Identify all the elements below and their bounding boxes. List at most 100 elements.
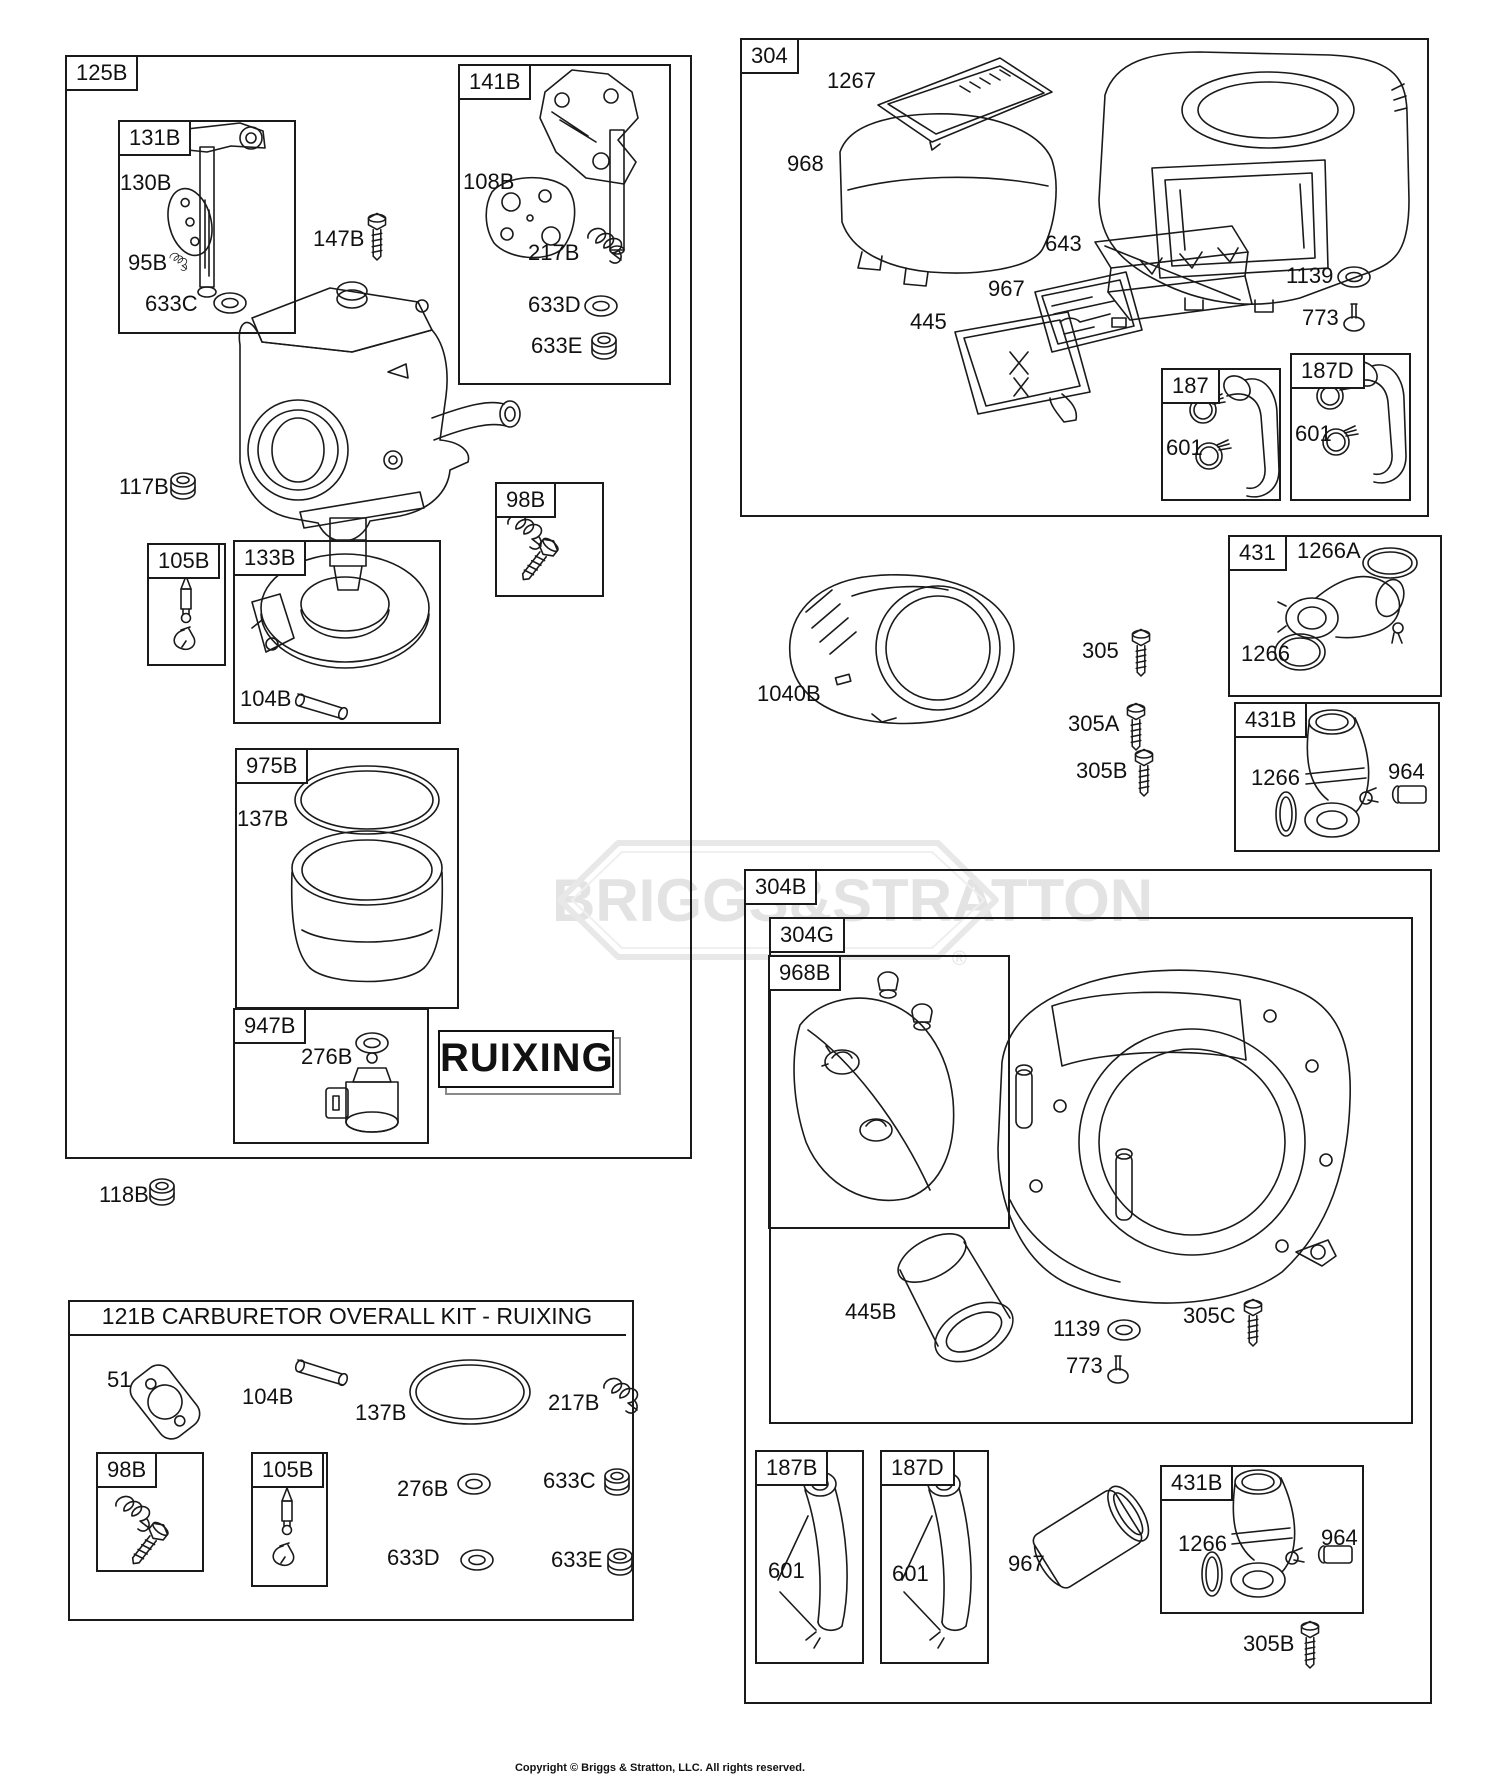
callout-773-bottom: 773	[1066, 1353, 1103, 1378]
callout-633E: 633E	[531, 333, 583, 358]
registered-mark: ®	[952, 948, 967, 970]
choke-plate-drawing	[167, 187, 213, 257]
callout-1040B: 1040B	[757, 681, 821, 706]
grommet-117B-icon	[170, 472, 196, 500]
callout-601-187D: 601	[1295, 421, 1332, 446]
breather-tube-187B-bottom-drawing	[777, 1461, 848, 1649]
spring-217B-kit-icon	[603, 1377, 639, 1414]
callout-964-bottom: 964	[1321, 1525, 1358, 1550]
callout-431B-bottom: 431B	[1160, 1465, 1234, 1501]
callout-104B: 104B	[240, 686, 292, 711]
callout-633D: 633D	[528, 292, 581, 317]
kit-121B-title: 121B CARBURETOR OVERALL KIT - RUIXING	[68, 1300, 626, 1336]
bowl-oring-137B-icon	[294, 765, 440, 835]
gasket-51-drawing	[129, 1364, 201, 1440]
callout-601-187D-bottom: 601	[892, 1561, 929, 1586]
choke-bracket-drawing	[539, 69, 639, 255]
grommet-118B-icon	[149, 1178, 175, 1206]
air-cleaner-housing-drawing	[1098, 51, 1410, 313]
washer-1139-bottom-icon	[1107, 1319, 1141, 1341]
callout-105B-kit: 105B	[251, 1452, 325, 1488]
callout-137B-kit: 137B	[355, 1400, 407, 1425]
callout-967-bottom: 967	[1008, 1551, 1045, 1576]
muffler-968B-drawing	[793, 971, 955, 1202]
screw-305B-icon	[1134, 748, 1154, 797]
callout-975B: 975B	[235, 748, 309, 784]
screw-set-98B-drawing	[507, 513, 562, 586]
callout-1139-bottom: 1139	[1053, 1316, 1101, 1341]
callout-1267: 1267	[827, 68, 876, 93]
callout-967: 967	[988, 276, 1025, 301]
gasket-108B-drawing	[485, 176, 576, 259]
callout-217B-kit: 217B	[548, 1390, 600, 1415]
fuel-bowl-drawing	[290, 830, 444, 983]
callout-964: 964	[1388, 759, 1425, 784]
filter-cartridge-445B-drawing	[897, 1233, 1014, 1363]
screw-set-98B-kit-drawing	[115, 1495, 172, 1570]
callout-947B: 947B	[233, 1008, 307, 1044]
callout-968B: 968B	[768, 955, 842, 991]
callout-633E-kit: 633E	[551, 1547, 603, 1572]
callout-1266-431B-bottom: 1266	[1178, 1531, 1227, 1556]
callout-125B: 125B	[65, 55, 139, 91]
callout-105B: 105B	[147, 543, 221, 579]
screw-305A-icon	[1126, 702, 1146, 751]
oring-1266A-icon	[1362, 547, 1418, 579]
copyright-notice: Copyright © Briggs & Stratton, LLC. All …	[514, 1762, 806, 1774]
callout-118B: 118B	[99, 1182, 149, 1207]
callout-445B: 445B	[845, 1299, 897, 1324]
callout-304: 304	[740, 38, 799, 74]
callout-304G: 304G	[769, 917, 845, 953]
callout-130B: 130B	[120, 170, 172, 195]
callout-601-187: 601	[1166, 435, 1203, 460]
briggs-hexagon-watermark-icon	[557, 840, 999, 960]
callout-98B-kit: 98B	[96, 1452, 158, 1488]
callout-968: 968	[787, 151, 824, 176]
ruixing-banner: RUIXING	[438, 1030, 614, 1088]
blower-cover-1040B-drawing	[788, 574, 1015, 725]
callout-141B: 141B	[458, 64, 532, 100]
callout-431: 431	[1228, 535, 1287, 571]
plug-773-icon	[1343, 303, 1365, 332]
callout-147B: 147B	[313, 226, 365, 251]
float-133B-drawing	[251, 553, 430, 669]
callout-304B: 304B	[744, 869, 818, 905]
callout-104B-kit: 104B	[242, 1384, 294, 1409]
callout-131B: 131B	[118, 120, 192, 156]
oring-137B-kit-icon	[409, 1359, 531, 1425]
breather-tube-187D-bottom-drawing	[901, 1461, 972, 1649]
callout-187: 187	[1161, 368, 1220, 404]
washer-633D-icon	[584, 295, 618, 317]
carburetor-drawing	[238, 281, 521, 591]
intake-elbow-431-drawing	[1274, 575, 1405, 671]
callout-305A: 305A	[1068, 711, 1120, 736]
callout-217B: 217B	[528, 240, 580, 265]
callout-773: 773	[1302, 305, 1339, 330]
washer-633D-kit-icon	[460, 1549, 494, 1571]
washer-276B-icon	[355, 1032, 389, 1054]
grommet-633C-kit-icon	[604, 1468, 630, 1496]
callout-276B-kit: 276B	[397, 1476, 449, 1501]
base-plate-643-drawing	[1094, 225, 1253, 321]
callout-601-187B-bottom: 601	[768, 1558, 805, 1583]
needle-valve-105B-drawing	[173, 575, 196, 651]
callout-1266A: 1266A	[1297, 538, 1361, 563]
sleeve-967-drawing	[1032, 1485, 1150, 1589]
blower-housing-304B-drawing	[997, 969, 1352, 1304]
callout-187D-bottom: 187D	[880, 1450, 955, 1486]
washer-276B-kit-icon	[457, 1473, 491, 1495]
callout-98B: 98B	[495, 482, 557, 518]
screw-305C-icon	[1243, 1298, 1263, 1347]
callout-133B: 133B	[233, 540, 307, 576]
grommet-633E-icon	[591, 332, 617, 360]
float-pin-104B-icon	[293, 692, 350, 722]
idle-screw-147B-icon	[367, 212, 387, 261]
callout-1139: 1139	[1286, 263, 1334, 288]
callout-305: 305	[1082, 638, 1119, 663]
callout-51: 51	[107, 1367, 132, 1392]
callout-305B-bottom: 305B	[1243, 1631, 1295, 1656]
screw-305B-bottom-icon	[1300, 1620, 1320, 1669]
needle-valve-105B-kit-drawing	[272, 1487, 295, 1567]
